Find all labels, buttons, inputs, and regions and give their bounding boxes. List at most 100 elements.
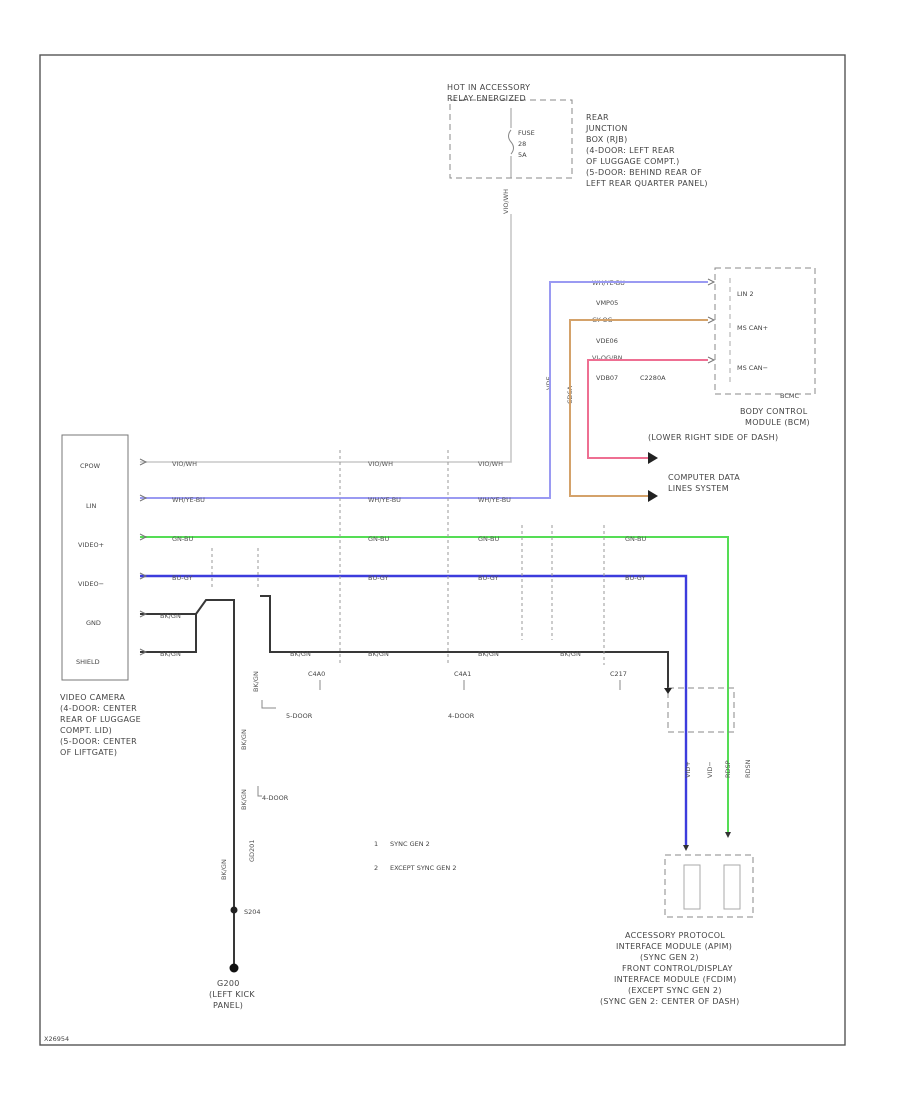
rjb-label-4: (4-DOOR: LEFT REAR	[586, 146, 675, 155]
fuse-label-1: FUSE	[518, 129, 535, 137]
pin-arrow-icon-3	[139, 533, 148, 541]
cam-pin-lin: LIN	[86, 502, 97, 510]
cds-arrow-icon-1	[648, 452, 658, 464]
cam-pin-videoplus: VIDEO+	[78, 541, 104, 549]
apim-label-1: ACCESSORY PROTOCOL	[625, 931, 725, 940]
apim-label-7: (SYNC GEN 2: CENTER OF DASH)	[600, 997, 740, 1006]
apim-label-3: (SYNC GEN 2)	[640, 953, 699, 962]
bcm-module-tag: BCMC	[780, 392, 799, 400]
legend-num-1: 1	[374, 840, 378, 848]
door4b-leader	[257, 786, 262, 797]
bcm-arrow-icon-3	[707, 356, 716, 364]
lbl-lin-2: WH/YE-BU	[368, 496, 401, 504]
wire-video-plus	[140, 536, 729, 835]
fuse-label-3: 5A	[518, 151, 527, 159]
lbl-vminus-1: BU-GY	[172, 574, 193, 582]
lbl-gnd-r2: BK/GN	[368, 650, 389, 658]
cam-pin-cpow: CPOW	[80, 462, 101, 470]
lbl-vplus-2: GN-BU	[368, 535, 389, 543]
wire-cpow	[140, 214, 512, 463]
lbl-cpow-1: VIO/WH	[172, 460, 197, 468]
bcm-circuit-1: VMP05	[596, 299, 618, 307]
rjb-label-1: REAR	[586, 113, 609, 122]
wire-gnd-right	[260, 595, 669, 690]
rjb-label-3: BOX (RJB)	[586, 135, 628, 144]
apim-pin-2	[723, 864, 741, 910]
page-id: X26954	[44, 1035, 69, 1043]
fuse-label-2: 28	[518, 140, 526, 148]
pin-arrow-icon-1	[139, 458, 148, 466]
pin-arrow-icon-5	[139, 610, 148, 618]
door-label-4: 4-DOOR	[448, 712, 475, 720]
wire-gnd	[140, 599, 218, 615]
bcm-arrow-icon-1	[707, 278, 716, 286]
apim-tag-4: RDSN	[744, 759, 752, 778]
lbl-lin-1: WH/YE-BU	[172, 496, 205, 504]
hot-label-2: RELAY ENERGIZED	[447, 94, 526, 103]
apim-box	[664, 854, 754, 918]
vtag-4: BK/GN	[220, 859, 228, 880]
apim-tag-1: VID+	[684, 761, 692, 778]
cam-label-5: (5-DOOR: CENTER	[60, 737, 137, 746]
apim-splice-box	[667, 687, 735, 733]
wire-video-minus	[140, 574, 688, 848]
wire-lin	[140, 281, 708, 499]
vtag-2: BK/GN	[240, 729, 248, 750]
cds-label-1: COMPUTER DATA	[668, 473, 740, 482]
bcm-box	[714, 267, 816, 395]
cds-arrow-icon-2	[648, 490, 658, 502]
apim-tag-3: RDSP	[724, 760, 732, 778]
lbl-vminus-3: BU-GY	[478, 574, 499, 582]
splice-dot	[230, 906, 238, 914]
legend-text-1: SYNC GEN 2	[390, 840, 430, 848]
bcm-label-2: MODULE (BCM)	[745, 418, 810, 427]
lbl-shield: BK/GN	[160, 650, 181, 658]
lbl-lin-3: WH/YE-BU	[478, 496, 511, 504]
bcm-pin-2: MS CAN+	[737, 324, 768, 332]
ground-label-2: (LEFT KICK	[209, 990, 255, 999]
legend-num-2: 2	[374, 864, 378, 872]
door-label-4b: 4-DOOR	[262, 794, 289, 802]
apim-label-6: (EXCEPT SYNC GEN 2)	[628, 986, 722, 995]
pin-arrow-icon-4	[139, 572, 148, 580]
gnd-arrow-icon	[664, 688, 672, 694]
connector-c4: C4A0	[308, 670, 325, 678]
bcm-circuit-3: VDB07	[596, 374, 618, 382]
bcm-pin-3: MS CAN−	[737, 364, 768, 372]
lbl-vplus-3: GN-BU	[478, 535, 499, 543]
vtag-5: GD201	[248, 840, 256, 862]
vtag-3: BK/GN	[240, 789, 248, 810]
rjb-label-5: OF LUGGAGE COMPT.)	[586, 157, 680, 166]
lbl-vplus-4: GN-BU	[625, 535, 646, 543]
lbl-gnd-r3: BK/GN	[478, 650, 499, 658]
bcm-label-3: (LOWER RIGHT SIDE OF DASH)	[648, 433, 778, 442]
cam-label-4: COMPT. LID)	[60, 726, 112, 735]
connector-c5: C4A1	[454, 670, 471, 678]
ground-label-1: G200	[217, 979, 240, 988]
door5-leader	[261, 700, 276, 709]
cam-label-2: (4-DOOR: CENTER	[60, 704, 137, 713]
ground-dot	[229, 963, 239, 973]
legend-text-2: EXCEPT SYNC GEN 2	[390, 864, 456, 872]
lbl-cpow-2: VIO/WH	[368, 460, 393, 468]
apim-pin-1	[683, 864, 701, 910]
connector-c6: C217	[610, 670, 627, 678]
bcm-wire-3: VI-OG/BN	[592, 354, 623, 362]
lbl-cpow-3: VIO/WH	[478, 460, 503, 468]
bcm-circuit-2: VDE06	[596, 337, 618, 345]
lbl-vminus-4: BU-GY	[625, 574, 646, 582]
cam-label-6: OF LIFTGATE)	[60, 748, 117, 757]
wire-shield	[140, 614, 197, 653]
pin-arrow-icon-6	[139, 648, 148, 656]
cds-label-2: LINES SYSTEM	[668, 484, 729, 493]
relay-wire-label: VIO/WH	[502, 189, 510, 214]
bcm-pin-1: LIN 2	[737, 290, 754, 298]
bcm-label-1: BODY CONTROL	[740, 407, 808, 416]
fuse-symbol-icon	[508, 129, 514, 155]
apim-label-4: FRONT CONTROL/DISPLAY	[622, 964, 733, 973]
rjb-label-6: (5-DOOR: BEHIND REAR OF	[586, 168, 702, 177]
vtag-1: BK/GN	[252, 671, 260, 692]
door-label-5: 5-DOOR	[286, 712, 313, 720]
